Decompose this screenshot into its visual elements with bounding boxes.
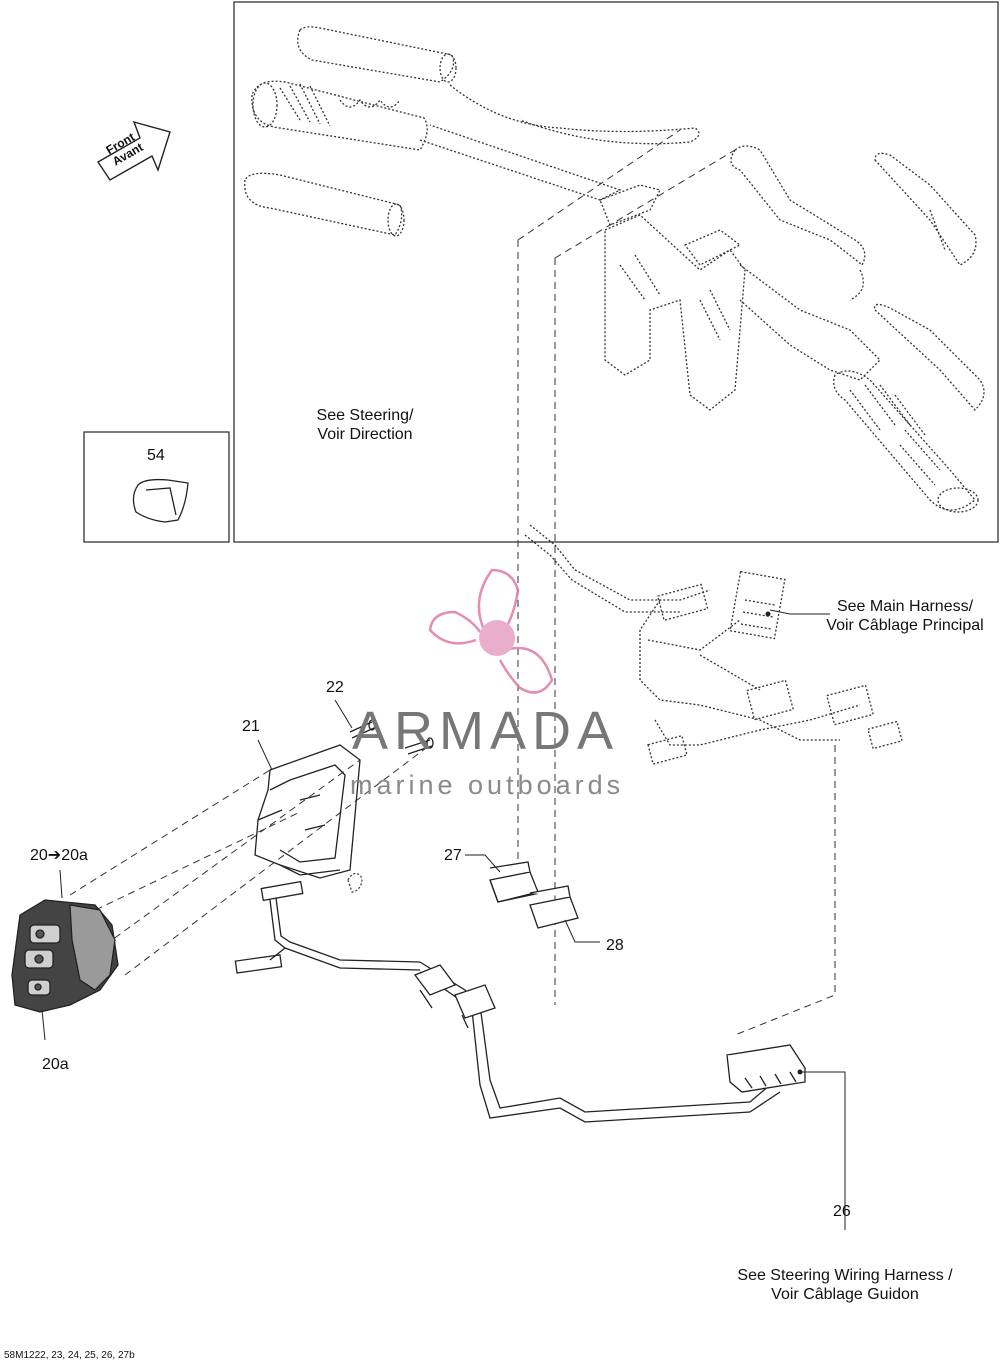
watermark-subtitle: marine outboards xyxy=(350,770,625,800)
callout-lines xyxy=(41,609,846,1230)
front-arrow-icon xyxy=(97,120,171,181)
small-clip xyxy=(347,872,363,893)
main-harness-note: See Main Harness/ Voir Câblage Principal xyxy=(815,597,995,635)
part-20-switch xyxy=(11,899,119,1013)
footer-reference: 58M1222, 23, 24, 25, 26, 27b xyxy=(4,1350,135,1361)
part-21-housing xyxy=(254,744,361,879)
callout-20: 20➔20a xyxy=(30,847,88,864)
callout-26: 26 xyxy=(833,1203,851,1220)
main-harness-note-line1: See Main Harness/ xyxy=(836,598,974,615)
switch-harness xyxy=(234,880,781,1123)
main-harness-drawing xyxy=(524,524,903,765)
steering-note-line2: Voir Direction xyxy=(317,426,413,443)
watermark-title: ARMADA xyxy=(352,701,620,761)
part-28-connector xyxy=(529,885,579,929)
steering-note-line1: See Steering/ xyxy=(316,407,414,424)
main-harness-dot xyxy=(765,611,771,617)
steering-wiring-note: See Steering Wiring Harness / Voir Câbla… xyxy=(720,1266,970,1304)
callout-20a: 20a xyxy=(42,1056,69,1073)
leader-lines xyxy=(69,129,836,1036)
steering-note: See Steering/ Voir Direction xyxy=(290,406,440,444)
steering-reference-frame xyxy=(233,1,999,543)
callout-22: 22 xyxy=(326,679,344,696)
steering-wiring-note-line2: Voir Câblage Guidon xyxy=(771,1286,919,1303)
part-26-connector xyxy=(726,1044,807,1093)
callout-28: 28 xyxy=(606,937,624,954)
armada-logo-icon xyxy=(428,568,554,694)
part-54-frame xyxy=(83,431,230,543)
part-54-clip xyxy=(132,478,189,523)
part-22-screws xyxy=(349,719,434,755)
part-27-connector xyxy=(489,861,541,903)
steering-wiring-note-line1: See Steering Wiring Harness / xyxy=(737,1267,953,1284)
callout-54: 54 xyxy=(147,447,165,464)
callout-21: 21 xyxy=(242,718,260,735)
handlebar-drawing xyxy=(244,26,985,513)
callout-27: 27 xyxy=(444,847,462,864)
main-harness-note-line2: Voir Câblage Principal xyxy=(826,617,984,634)
steering-harness-dot xyxy=(797,1069,803,1075)
harness-connectors xyxy=(413,964,496,1029)
